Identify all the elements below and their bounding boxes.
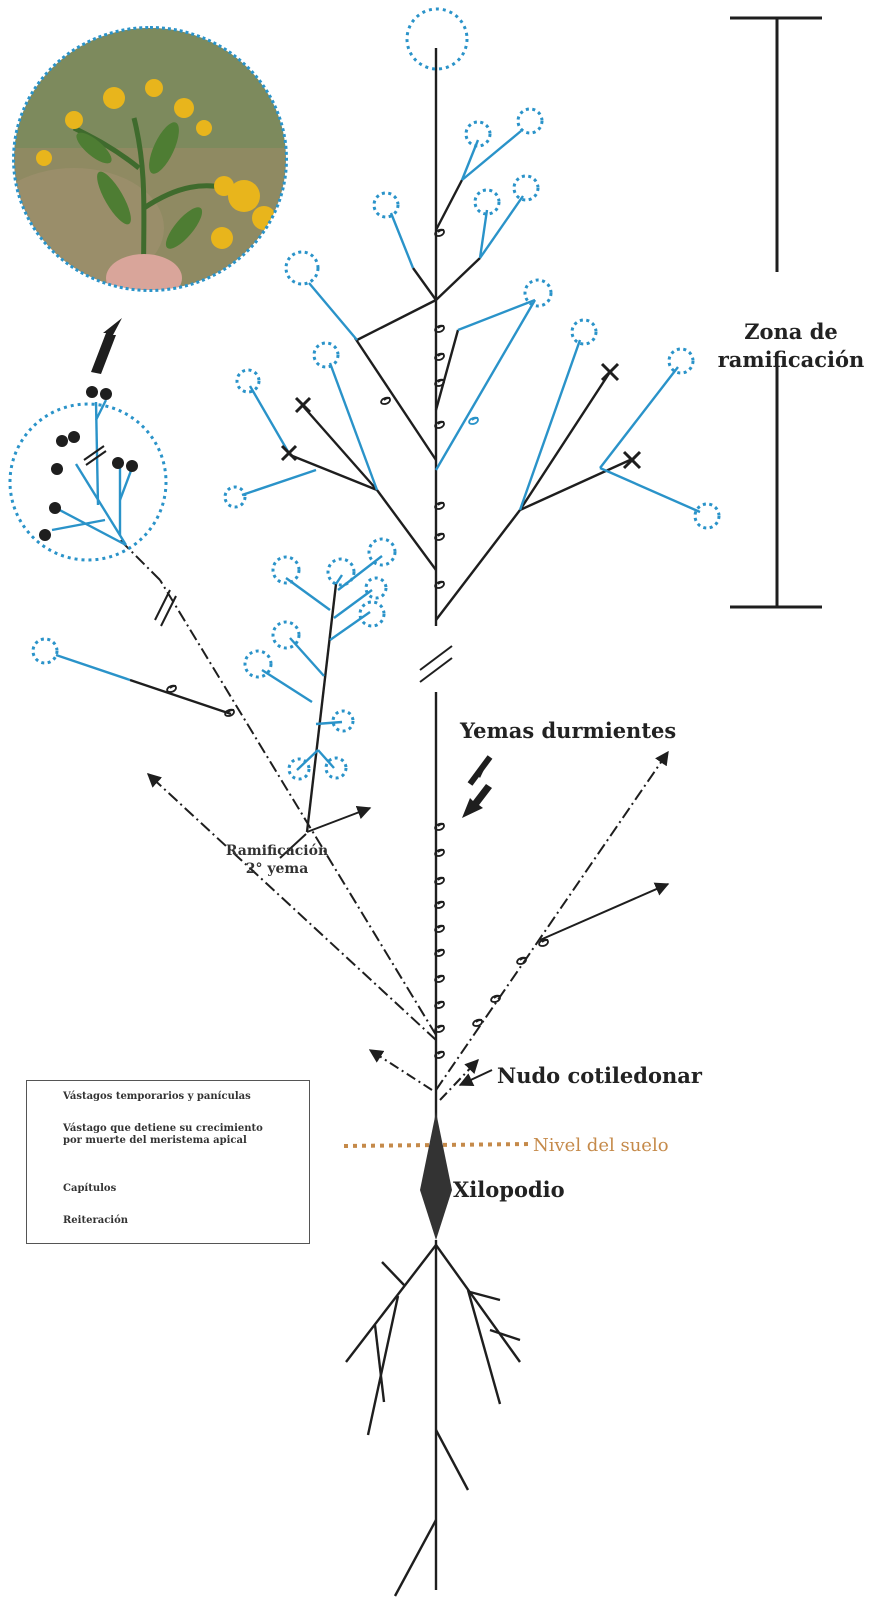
- arrow-to-photo: [91, 318, 122, 374]
- legend-detiene-line2: por muerte del meristema apical: [63, 1135, 263, 1147]
- legend-reiteracion: Reiteración: [63, 1215, 128, 1227]
- xylopodium-shape: [420, 1112, 452, 1240]
- roots: [346, 1245, 520, 1596]
- zona-line1: Zona de: [706, 318, 876, 346]
- photo-frame: [12, 26, 288, 292]
- lateral-shoots-left-blue: [56, 556, 382, 770]
- ramificacion-line2: 2° yema: [212, 860, 342, 878]
- lateral-reiteration-right: [370, 752, 668, 1100]
- zona-line2: ramificación: [706, 346, 876, 374]
- ramificacion-line1: Ramificación: [212, 842, 342, 860]
- branches-black: [290, 180, 630, 620]
- legend: Vástagos temporarios y panículas Vástago…: [26, 1080, 310, 1244]
- legend-detiene-line1: Vástago que detiene su crecimiento: [63, 1123, 263, 1135]
- cotyledonary-node-label: Nudo cotiledonar: [497, 1063, 702, 1088]
- stem-break-mark: [420, 646, 452, 682]
- lateral-reiteration-left: [120, 540, 436, 1040]
- soil-level-label: Nivel del suelo: [533, 1135, 669, 1156]
- dormant-buds-label: Yemas durmientes: [460, 718, 676, 743]
- bud-scars-lower: [435, 824, 548, 1058]
- dormant-buds-arrow: [462, 757, 492, 818]
- bud-scars-upper: [381, 230, 478, 588]
- legend-vastagos: Vástagos temporarios y panículas: [63, 1091, 251, 1103]
- temporary-shoots: [242, 131, 700, 512]
- branching-zone-bracket: [730, 18, 822, 607]
- inset-capitula: [10, 386, 166, 560]
- branching-zone-label: Zona de ramificación: [706, 318, 876, 374]
- legend-detiene: Vástago que detiene su crecimiento por m…: [63, 1123, 263, 1147]
- legend-capitulos: Capítulos: [63, 1183, 116, 1195]
- second-bud-branching-label: Ramificación 2° yema: [212, 842, 342, 878]
- xylopodium-label: Xilopodio: [453, 1177, 565, 1202]
